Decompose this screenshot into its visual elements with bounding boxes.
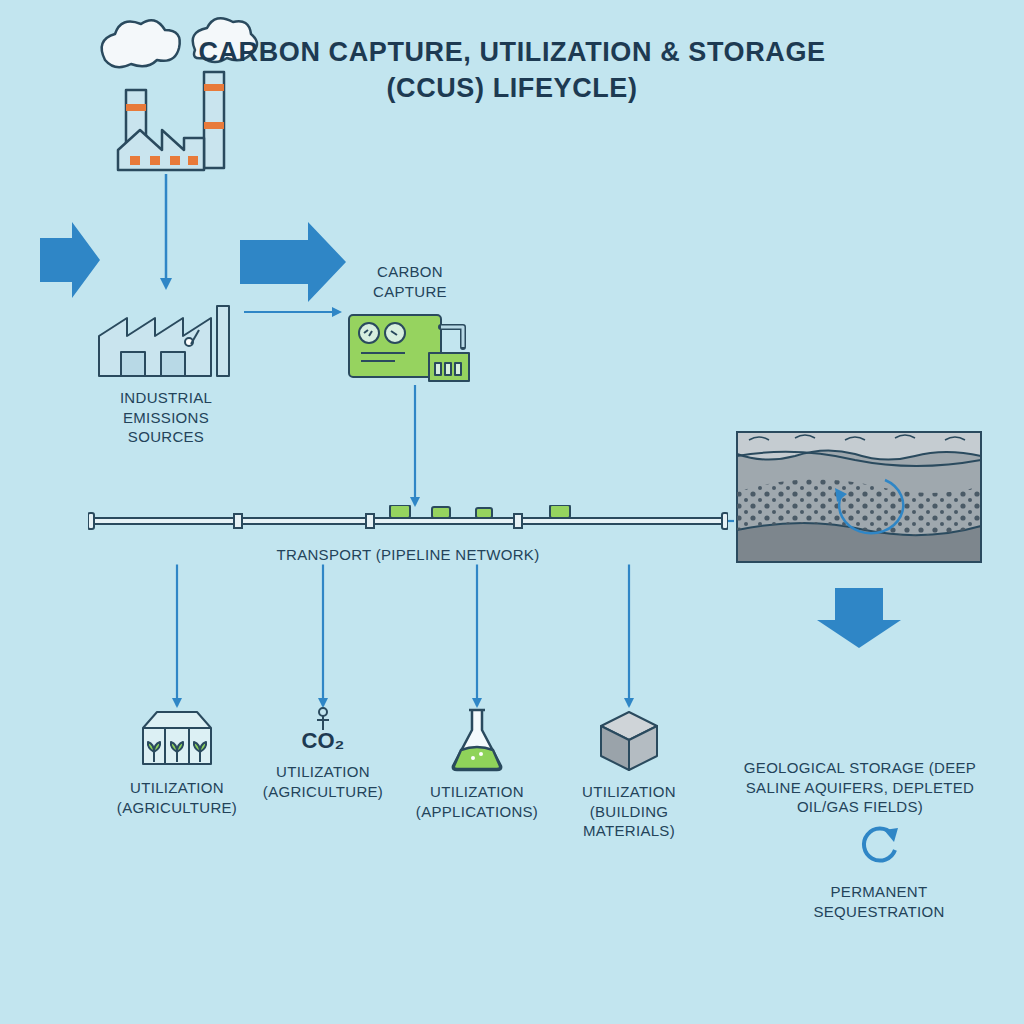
process-node: GEOLOGICAL STORAGE (DEEP SALINE AQUIFERS…	[734, 430, 986, 817]
node-icon	[856, 822, 902, 868]
connector-line	[322, 565, 324, 707]
process-node: UTILIZATION (APPLICATIONS)	[403, 706, 551, 821]
connector-line	[476, 565, 478, 707]
connector-line	[628, 565, 630, 707]
node-label: CARBON CAPTURE	[340, 262, 480, 301]
diagram-title: CARBON CAPTURE, UTILIZATION & STORAGE (C…	[150, 34, 874, 107]
process-node: CO₂ UTILIZATION (AGRICULTURE)	[250, 706, 396, 801]
node-label: UTILIZATION (AGRICULTURE)	[102, 778, 252, 817]
node-label: UTILIZATION (APPLICATIONS)	[403, 782, 551, 821]
process-node: INDUSTRIAL EMISSIONS SOURCES	[88, 296, 244, 447]
node-icon	[447, 706, 507, 774]
connector-line	[176, 565, 178, 707]
connector-line	[414, 385, 416, 505]
node-label: TRANSPORT (PIPELINE NETWORK)	[277, 545, 540, 565]
process-node: UTILIZATION (AGRICULTURE)	[102, 706, 252, 817]
flow-connector	[415, 385, 416, 505]
node-label: INDUSTRIAL EMISSIONS SOURCES	[88, 388, 244, 447]
process-node: PERMANENT SEQUESTRATION	[794, 822, 964, 921]
process-node: UTILIZATION (BUILDING MATERIALS)	[554, 706, 704, 841]
flow-connector	[629, 565, 630, 707]
flow-connector	[323, 565, 324, 707]
flow-connector	[728, 521, 734, 522]
node-label: PERMANENT SEQUESTRATION	[794, 882, 964, 921]
node-icon	[595, 706, 663, 774]
co2-label: CO₂	[302, 728, 345, 754]
node-label: UTILIZATION (AGRICULTURE)	[250, 762, 396, 801]
flow-connector	[177, 565, 178, 707]
process-node: TRANSPORT (PIPELINE NETWORK)	[88, 505, 728, 565]
process-node: CARBON CAPTURE	[340, 262, 480, 385]
flow-arrow	[240, 222, 346, 302]
connector-line	[244, 311, 340, 313]
node-icon	[91, 296, 241, 380]
node-icon	[137, 706, 217, 768]
connector-line	[728, 520, 734, 522]
node-label: GEOLOGICAL STORAGE (DEEP SALINE AQUIFERS…	[734, 758, 986, 817]
flow-connector	[477, 565, 478, 707]
flow-arrow	[40, 222, 100, 298]
node-label: UTILIZATION (BUILDING MATERIALS)	[554, 782, 704, 841]
node-icon	[88, 505, 728, 539]
node-icon	[735, 430, 985, 650]
node-icon	[345, 307, 475, 385]
flow-connector	[244, 312, 340, 313]
